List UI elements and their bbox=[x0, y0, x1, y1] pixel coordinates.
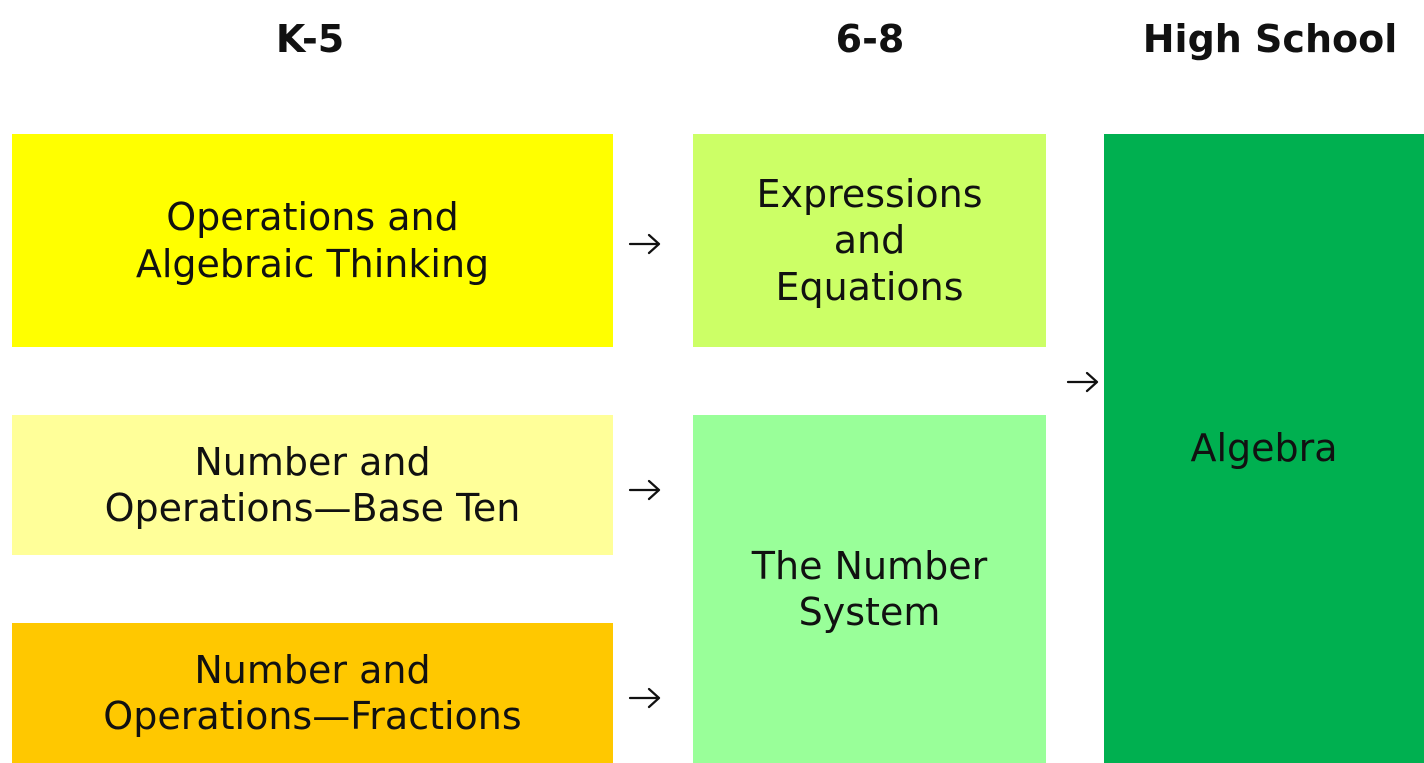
box-number-system: The Number System bbox=[693, 415, 1046, 763]
box-operations-algebraic-thinking: Operations and Algebraic Thinking bbox=[12, 134, 613, 347]
box-algebra: Algebra bbox=[1104, 134, 1424, 763]
box-label-line: Equations bbox=[775, 264, 964, 309]
box-label-line: Operations—Fractions bbox=[103, 694, 522, 738]
box-number-operations-fractions: Number and Operations—Fractions bbox=[12, 623, 613, 763]
column-header-6-8: 6-8 bbox=[835, 17, 905, 61]
column-header-high-school: High School bbox=[1142, 17, 1398, 61]
right-arrow-icon bbox=[628, 232, 662, 256]
box-expressions-equations: Expressions and Equations bbox=[693, 134, 1046, 347]
box-label-line: and bbox=[833, 218, 906, 263]
box-label-line: System bbox=[798, 590, 941, 634]
box-label-line: Algebra bbox=[1190, 426, 1338, 471]
box-label-line: The Number bbox=[751, 543, 988, 588]
right-arrow-icon bbox=[1066, 370, 1100, 394]
box-label-line: Number and bbox=[194, 439, 431, 484]
right-arrow-icon bbox=[628, 478, 662, 502]
box-label-line: Operations and bbox=[166, 195, 459, 240]
box-label-line: Number and bbox=[194, 647, 431, 692]
box-label-line: Operations—Base Ten bbox=[104, 486, 521, 530]
column-header-k5: K-5 bbox=[275, 17, 345, 61]
box-label-line: Expressions bbox=[756, 171, 983, 216]
right-arrow-icon bbox=[628, 686, 662, 710]
box-number-operations-base-ten: Number and Operations—Base Ten bbox=[12, 415, 613, 555]
box-label-line: Algebraic Thinking bbox=[135, 241, 490, 286]
